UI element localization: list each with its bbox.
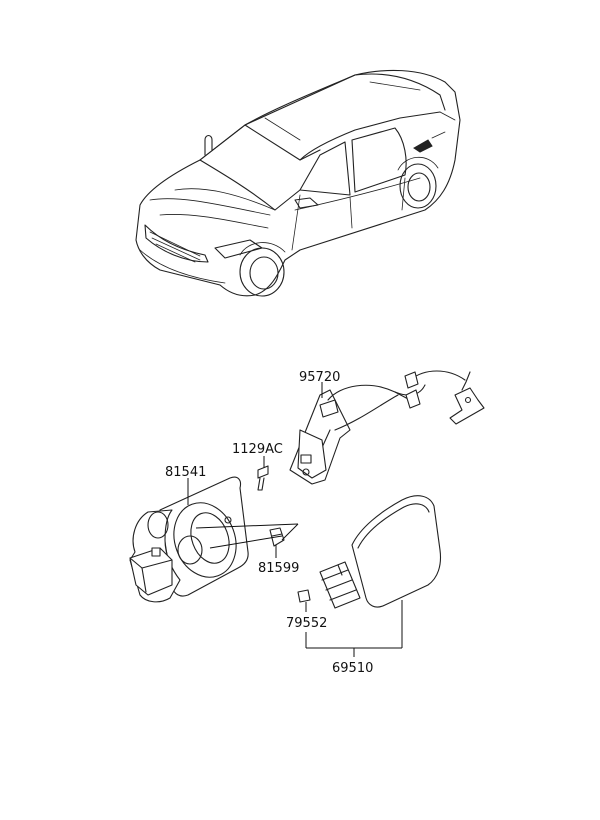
label-81599: 81599 [258,561,299,576]
label-1129AC: 1129AC [232,442,283,457]
fuel-door-actuator [289,370,485,485]
label-81541: 81541 [165,465,206,480]
label-79552: 79552 [286,616,327,631]
fuel-door [319,495,442,609]
leader-lines [187,382,403,657]
label-95720: 95720 [299,370,340,385]
car-illustration [135,69,461,297]
label-69510: 69510 [332,661,373,676]
part-79552 [297,589,311,603]
bolt-1129AC [257,465,269,491]
fuel-filler-housing [129,476,249,603]
